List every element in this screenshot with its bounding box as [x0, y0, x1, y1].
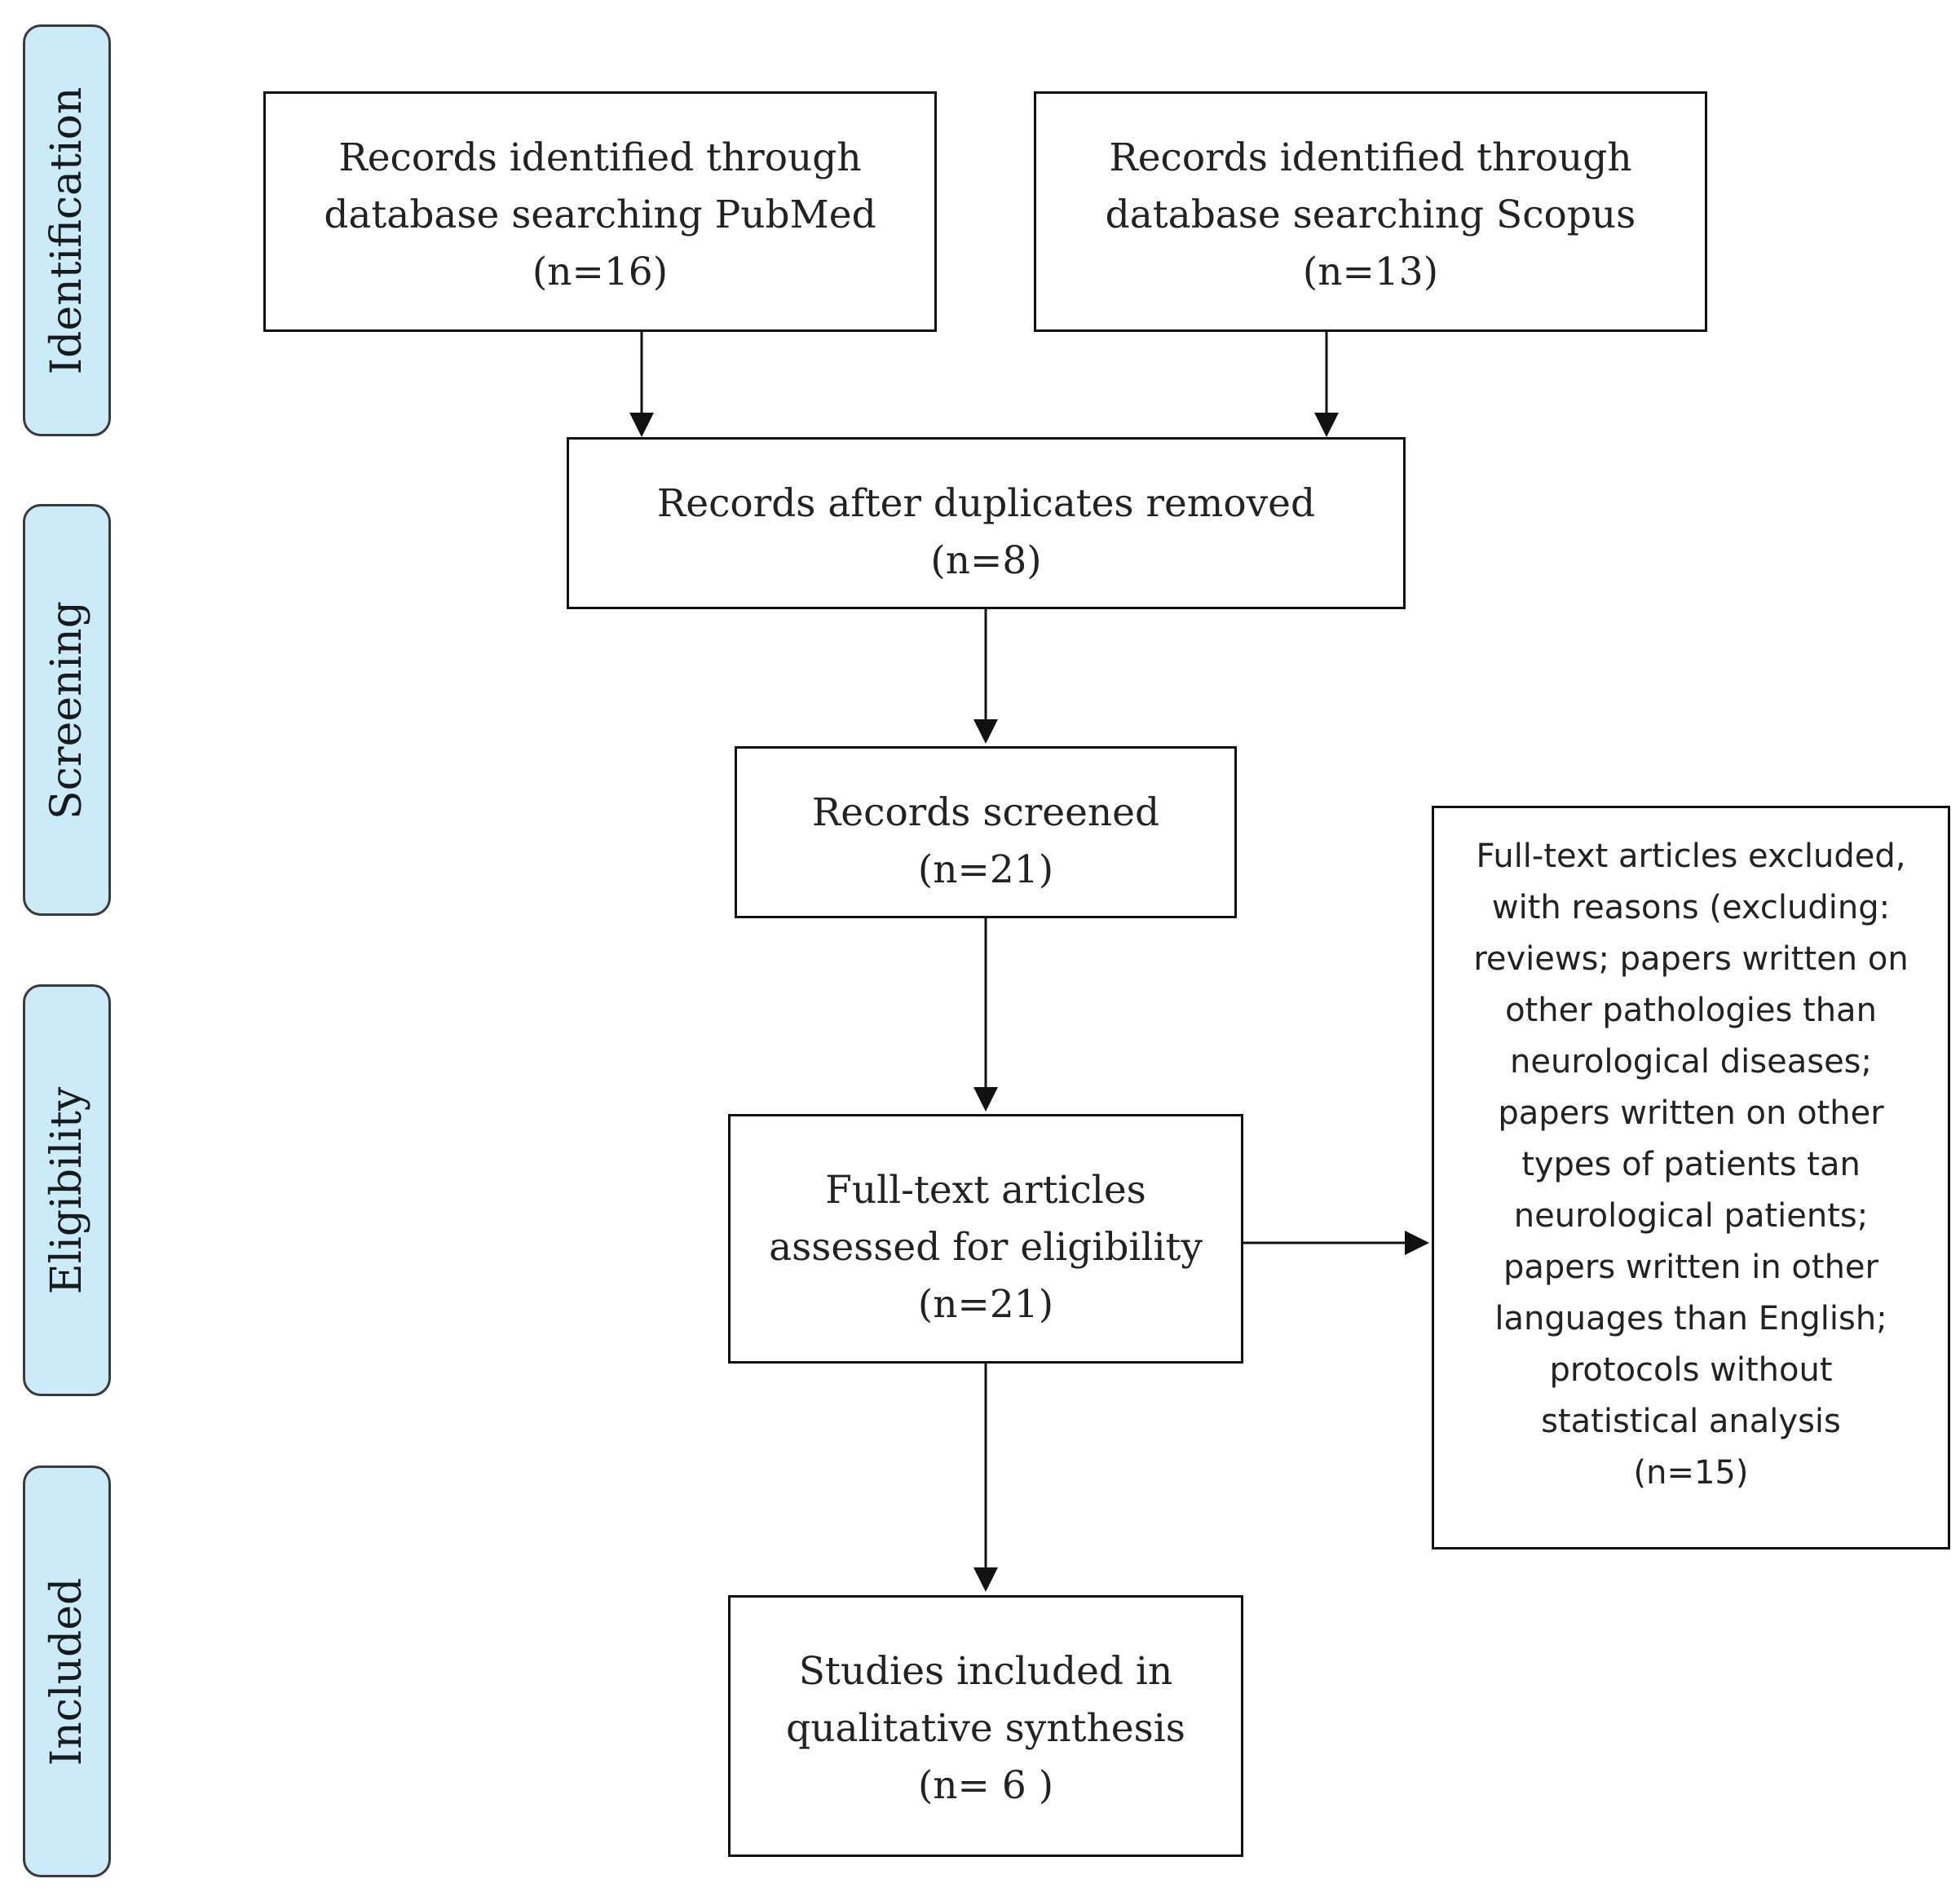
excluded-line-10: languages than English; [1494, 1300, 1887, 1337]
excluded-line-8: neurological patients; [1513, 1197, 1869, 1235]
stage-label-screening: Screening [42, 600, 91, 820]
pubmed-line-1: Records identified through [338, 135, 862, 180]
box-full-text-assessed: Full-text articles assessed for eligibil… [728, 1114, 1243, 1364]
fulltext-line-2: assessed for eligibility [769, 1225, 1203, 1270]
excluded-line-5: neurological diseases; [1509, 1043, 1872, 1081]
excluded-line-1: Full-text articles excluded, [1476, 838, 1906, 875]
stage-label-included: Included [42, 1577, 91, 1766]
duplicates-line-1: Records after duplicates removed [656, 481, 1316, 526]
excluded-line-3: reviews; papers written on [1473, 940, 1909, 978]
fulltext-line-1: Full-text articles [825, 1168, 1146, 1213]
stage-included: Included [23, 1465, 111, 1877]
fulltext-count: (n=21) [917, 1282, 1054, 1327]
box-duplicates-removed: Records after duplicates removed (n=8) [567, 437, 1406, 609]
box-pubmed-records: Records identified through database sear… [263, 91, 937, 332]
pubmed-count: (n=16) [532, 250, 669, 294]
excluded-line-7: types of patients tan [1521, 1146, 1861, 1183]
duplicates-count: (n=8) [930, 538, 1042, 583]
stage-label-eligibility: Eligibility [42, 1086, 91, 1294]
screened-line-1: Records screened [811, 790, 1160, 835]
box-records-screened: Records screened (n=21) [735, 746, 1237, 918]
pubmed-line-2: database searching PubMed [324, 192, 876, 237]
included-line-1: Studies included in [798, 1649, 1173, 1694]
excluded-line-6: papers written on other [1498, 1094, 1884, 1132]
scopus-line-1: Records identified through [1109, 135, 1632, 180]
scopus-line-2: database searching Scopus [1105, 192, 1636, 237]
scopus-count: (n=13) [1302, 250, 1439, 294]
excluded-count: (n=15) [1633, 1454, 1749, 1492]
box-studies-included: Studies included in qualitative synthesi… [728, 1595, 1243, 1857]
box-scopus-records: Records identified through database sear… [1034, 91, 1707, 332]
stage-eligibility: Eligibility [23, 984, 111, 1396]
stage-label-identification: Identification [42, 86, 91, 374]
excluded-line-12: statistical analysis [1541, 1403, 1841, 1440]
box-full-text-excluded: Full-text articles excluded, with reason… [1432, 806, 1950, 1549]
screened-count: (n=21) [917, 847, 1054, 892]
excluded-line-11: protocols without [1549, 1351, 1833, 1389]
excluded-line-4: other pathologies than [1505, 992, 1877, 1029]
included-count: (n= 6 ) [917, 1763, 1054, 1808]
excluded-line-9: papers written in other [1503, 1249, 1878, 1286]
stage-screening: Screening [23, 504, 111, 916]
excluded-line-2: with reasons (excluding: [1491, 889, 1891, 926]
stage-identification: Identification [23, 24, 111, 436]
included-line-2: qualitative synthesis [786, 1706, 1185, 1751]
